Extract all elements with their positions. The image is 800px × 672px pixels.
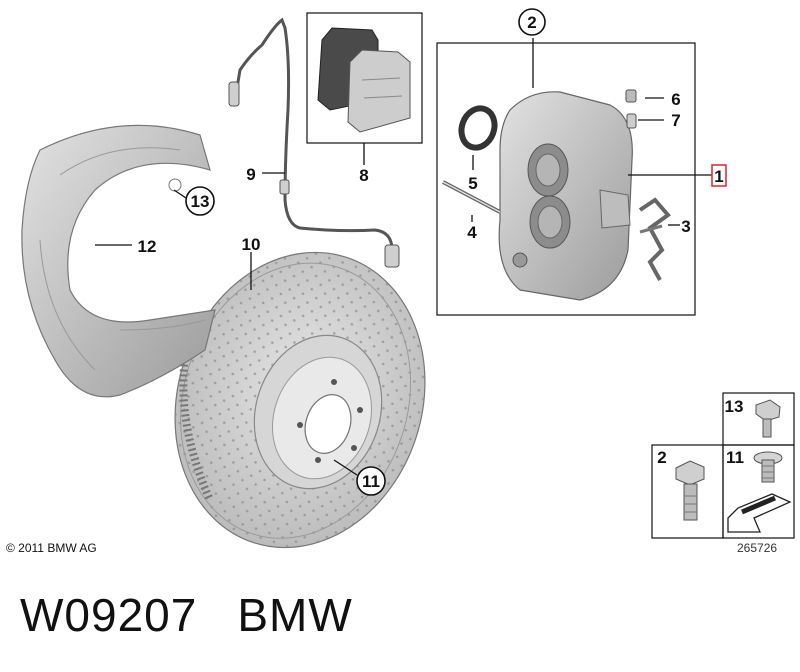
callout-6: 6 — [671, 90, 680, 109]
callout-11: 11 — [362, 472, 380, 491]
brake-dust-shield — [21, 124, 216, 398]
callout-1: 1 — [714, 167, 723, 186]
bleed-screw — [625, 89, 637, 103]
copyright-text: © 2011 BMW AG — [6, 541, 97, 555]
legend-label-11: 11 — [726, 448, 744, 467]
bolt-11-icon — [753, 451, 783, 483]
brake-caliper — [498, 91, 633, 301]
brake-disc — [174, 251, 426, 549]
callout-3: 3 — [681, 217, 690, 236]
guide-pin — [442, 180, 501, 214]
callout-8: 8 — [359, 166, 368, 185]
caliper-spring — [638, 197, 671, 281]
bolt-13-icon — [755, 399, 781, 438]
parts-diagram: 2 1 6 7 3 5 4 8 9 10 12 13 11 13 11 2 — [21, 8, 795, 549]
callout-5: 5 — [468, 174, 477, 193]
callout-13: 13 — [191, 192, 210, 211]
part-code: W09207 — [20, 589, 198, 641]
caliper-box — [436, 42, 696, 316]
callout-1-highlight — [711, 164, 727, 187]
callout-7: 7 — [671, 111, 680, 130]
footer-caption: W09207 BMW — [20, 588, 353, 642]
bleed-cap — [626, 113, 637, 129]
callout-9: 9 — [246, 165, 255, 184]
callout-12: 12 — [138, 237, 157, 256]
arrow-icon — [727, 493, 792, 533]
brake-wear-sensor — [228, 17, 400, 268]
brand-name: BMW — [237, 589, 353, 641]
legend-label-2: 2 — [657, 448, 666, 467]
callout-2: 2 — [527, 13, 536, 32]
image-number: 265726 — [737, 541, 778, 555]
brake-pads — [317, 27, 411, 133]
legend-label-13: 13 — [725, 397, 744, 416]
callout-10: 10 — [242, 235, 261, 254]
seal-ring — [458, 105, 498, 151]
callout-4: 4 — [467, 223, 477, 242]
hardware-legend: 13 11 2 — [651, 392, 795, 539]
bolt-2-icon — [675, 460, 705, 521]
